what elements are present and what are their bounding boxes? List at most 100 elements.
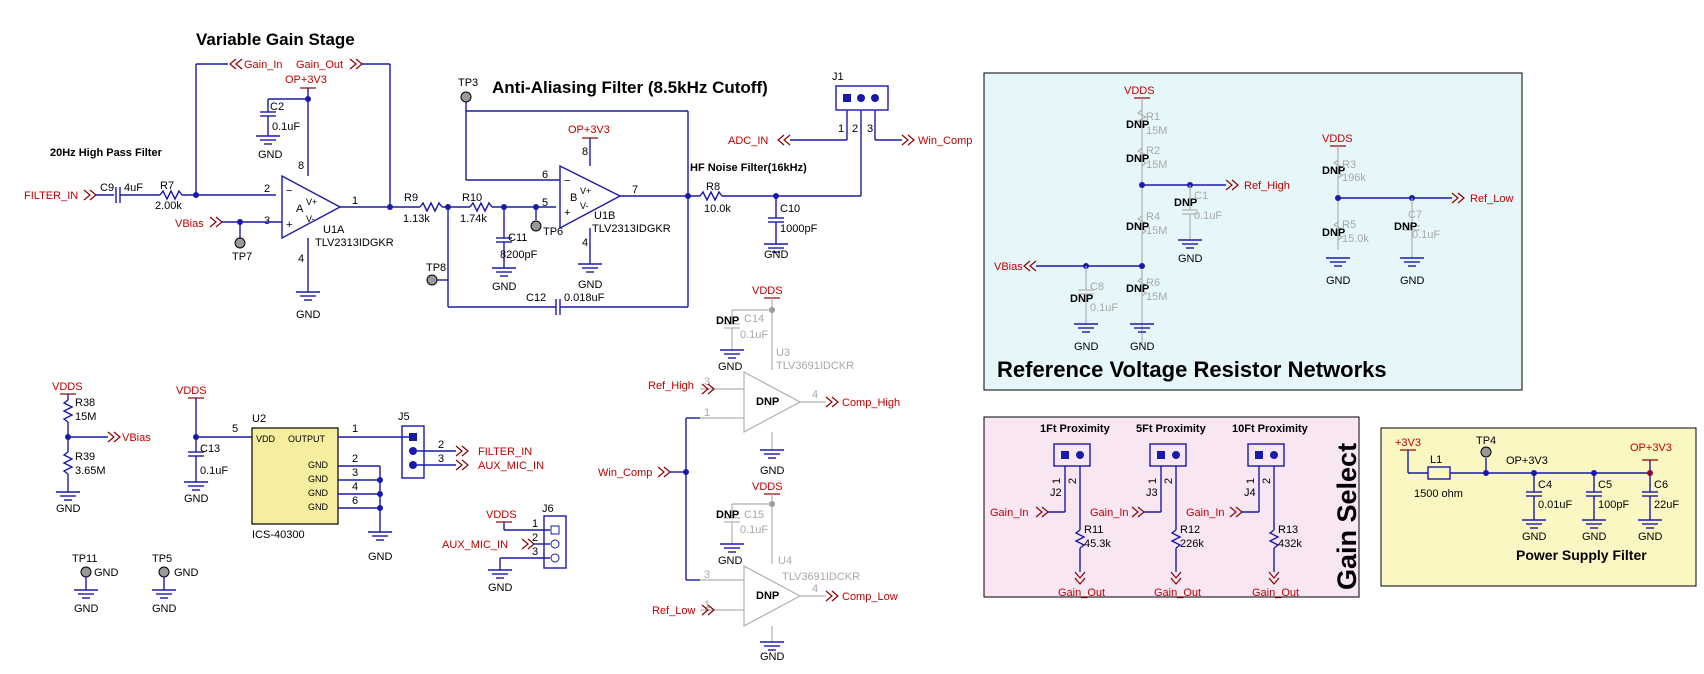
- gain-out-label-j4: Gain_Out: [1252, 587, 1299, 599]
- u2-gnd-2: GND: [308, 474, 329, 484]
- u1a-pin2: 2: [264, 183, 270, 195]
- c8-ref: C8: [1090, 281, 1104, 293]
- tp4-label: TP4: [1476, 435, 1496, 447]
- c5-ref: C5: [1598, 479, 1612, 491]
- u4-dnp: DNP: [756, 590, 779, 602]
- tp7-label: TP7: [232, 251, 252, 263]
- r7-ref: R7: [160, 180, 174, 192]
- j3-proximity-label: 5Ft Proximity: [1136, 423, 1207, 435]
- gnd-j6: GND: [488, 582, 513, 594]
- ref-high-label-net: Ref_High: [1244, 180, 1290, 192]
- c2-value: 0.1uF: [272, 121, 300, 133]
- u3-comparator: [743, 370, 802, 434]
- j3-pin1: 1: [1147, 478, 1159, 484]
- vdds-label-r38: VDDS: [52, 381, 83, 393]
- tp5-gnd-text: GND: [174, 567, 199, 579]
- j6-ref: J6: [542, 503, 554, 515]
- r12-ref: R12: [1180, 524, 1200, 536]
- r13-ref: R13: [1278, 524, 1298, 536]
- c2-ref: C2: [270, 101, 284, 113]
- ref-networks-title: Reference Voltage Resistor Networks: [997, 357, 1387, 382]
- l1-ref: L1: [1430, 454, 1442, 466]
- u3-pin1: 1: [704, 407, 710, 419]
- gain-out-label-j2: Gain_Out: [1058, 587, 1105, 599]
- ref-low-label-net: Ref_Low: [1470, 193, 1513, 205]
- r9-ref: R9: [404, 192, 418, 204]
- gnd-c11: GND: [492, 281, 517, 293]
- u1a-pin4: 4: [298, 253, 304, 265]
- c4-ref: C4: [1538, 479, 1552, 491]
- u2-vdd: VDD: [256, 434, 276, 444]
- gnd-c5: GND: [1582, 531, 1607, 543]
- c15-ref: C15: [744, 509, 764, 521]
- tp6-label: TP6: [543, 226, 563, 238]
- u2-pin2: 2: [352, 453, 358, 465]
- c7-dnp: DNP: [1394, 221, 1417, 233]
- u1a-pin1: 1: [352, 195, 358, 207]
- j5-pin3: 3: [438, 453, 444, 465]
- r3-value: 196k: [1342, 172, 1366, 184]
- gnd-r39: GND: [56, 503, 81, 515]
- r38-resistor: [62, 399, 74, 423]
- c9-ref: C9: [100, 182, 114, 194]
- u1b-pin6: 6: [542, 169, 548, 181]
- gnd-u4: GND: [760, 651, 785, 663]
- j6-connector: [543, 515, 567, 569]
- r5-ref: R5: [1342, 219, 1356, 231]
- op3v3-label-u1a: OP+3V3: [285, 74, 327, 86]
- u1b-unit: B: [570, 192, 577, 204]
- u1a-plus: +: [286, 219, 292, 231]
- c6-ref: C6: [1654, 479, 1668, 491]
- u1b-vplus: V+: [580, 186, 591, 196]
- r5-value: 15.0k: [1342, 233, 1369, 245]
- op3v3-label-c6: OP+3V3: [1630, 442, 1672, 454]
- vdds-label-u3: VDDS: [752, 285, 783, 297]
- gnd-c6: GND: [1638, 531, 1663, 543]
- gain-in-label-j2: Gain_In: [990, 507, 1029, 519]
- u2-pin6: 6: [352, 495, 358, 507]
- gain-in-label-1: Gain_In: [244, 59, 283, 71]
- j4-pin2: 2: [1261, 478, 1273, 484]
- c9-value: 4uF: [124, 182, 143, 194]
- j3-connector: [1149, 443, 1187, 467]
- comp-low-label: Comp_Low: [842, 591, 898, 603]
- j1-pin3: 3: [867, 123, 873, 135]
- r10-value: 1.74k: [460, 213, 487, 225]
- r4-ref: R4: [1146, 211, 1160, 223]
- gnd-tp11: GND: [74, 603, 99, 615]
- u1b-part: TLV2313IDGKR: [592, 223, 671, 235]
- j3-pin2: 2: [1163, 478, 1175, 484]
- u1b-plus: +: [564, 207, 570, 219]
- u2-chip: [251, 427, 339, 525]
- gnd-r5: GND: [1326, 275, 1351, 287]
- r13-value: 432k: [1278, 538, 1302, 550]
- c11-ref: C11: [508, 232, 527, 244]
- win-comp-label-j1: Win_Comp: [918, 135, 972, 147]
- plus3v3-label: +3V3: [1395, 437, 1421, 449]
- u1a-vplus: V+: [306, 197, 317, 207]
- u3-part: TLV3691IDCKR: [776, 360, 854, 372]
- gain-select-title: Gain Select: [1332, 443, 1362, 590]
- ref-low-label-u4: Ref_Low: [652, 605, 695, 617]
- tp11-label: TP11: [72, 553, 97, 565]
- r13-resistor: [1268, 529, 1280, 549]
- c1-value: 0.1uF: [1194, 210, 1222, 222]
- gnd-c7: GND: [1400, 275, 1425, 287]
- vbias-label-u1a: VBias: [175, 218, 204, 230]
- j4-proximity-label: 10Ft Proximity: [1232, 423, 1309, 435]
- u3-pin3: 3: [704, 376, 710, 388]
- gnd-c14: GND: [718, 361, 743, 373]
- c4-value: 0.01uF: [1538, 499, 1573, 511]
- vdds-label-j6: VDDS: [486, 509, 517, 521]
- gain-out-label-j3: Gain_Out: [1154, 587, 1201, 599]
- j6-pin1: 1: [532, 518, 538, 530]
- r3-dnp: DNP: [1322, 165, 1345, 177]
- gnd-u3: GND: [760, 465, 785, 477]
- u2-gnd-1: GND: [308, 460, 329, 470]
- vbias-label-r38: VBias: [122, 432, 151, 444]
- gain-in-label-j4: Gain_In: [1186, 507, 1225, 519]
- u2-pin1: 1: [352, 423, 358, 435]
- j4-pin1: 1: [1245, 478, 1257, 484]
- c10-ref: C10: [780, 203, 800, 215]
